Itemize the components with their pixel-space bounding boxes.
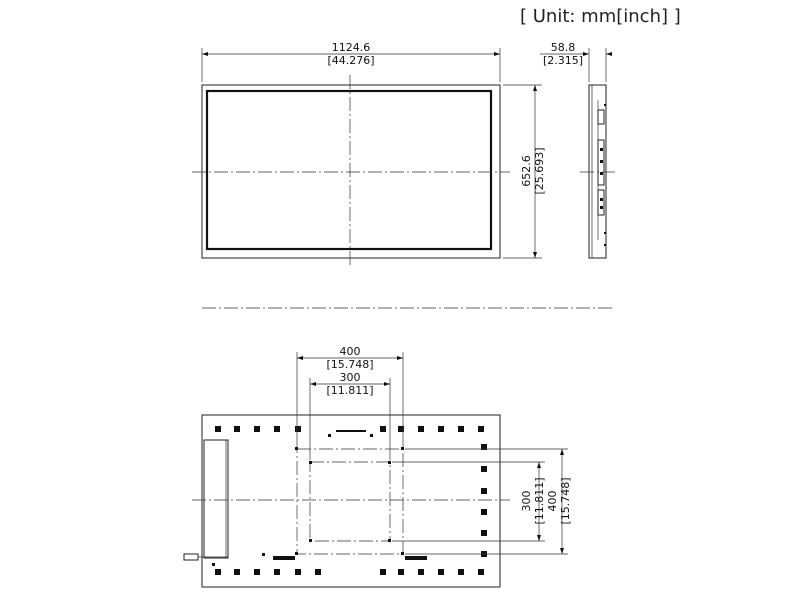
vesa-horizontal-300-dimension: 300 [11.811] bbox=[309, 371, 391, 460]
front-outer-frame bbox=[201, 84, 501, 259]
front-width-in: [44.276] bbox=[327, 54, 374, 67]
vesa-horizontal-400-dimension: 400 [15.748] bbox=[296, 345, 404, 447]
front-height-mm: 652.6 bbox=[520, 155, 533, 187]
vesa-h-400-in: [15.748] bbox=[326, 358, 373, 371]
front-width-dimension: 1124.6 [44.276] bbox=[201, 41, 501, 82]
rear-bottom-mount-row bbox=[212, 553, 484, 575]
rear-connector bbox=[183, 553, 199, 561]
vesa-400-outline bbox=[296, 448, 404, 555]
rear-side-panel bbox=[203, 439, 229, 559]
vesa-v-300-in: [11.811] bbox=[533, 477, 546, 524]
front-height-dimension: 652.6 [25.693] bbox=[503, 84, 546, 259]
front-view: 1124.6 [44.276] 652.6 [25.693] bbox=[192, 41, 546, 268]
side-depth-mm: 58.8 bbox=[551, 41, 576, 54]
vesa-h-400-mm: 400 bbox=[340, 345, 361, 358]
vesa-h-300-in: [11.811] bbox=[326, 384, 373, 397]
vesa-v-300-mm: 300 bbox=[520, 491, 533, 512]
front-height-in: [25.693] bbox=[533, 147, 546, 194]
front-screen bbox=[205, 89, 493, 251]
side-depth-dimension: 58.8 [2.315] bbox=[540, 41, 612, 82]
rear-right-mount-column bbox=[481, 444, 487, 557]
rear-view: 400 [15.748] 300 [11.811] 300 [11.811] bbox=[183, 345, 572, 588]
vesa-300-outline bbox=[309, 461, 391, 542]
side-view: 58.8 [2.315] bbox=[540, 41, 615, 259]
vesa-v-400-mm: 400 bbox=[546, 491, 559, 512]
side-depth-in: [2.315] bbox=[543, 54, 583, 67]
rear-top-mount-row bbox=[215, 426, 484, 437]
rear-outer-frame bbox=[201, 414, 501, 588]
unit-label: [ Unit: mm[inch] ] bbox=[520, 6, 681, 27]
vesa-h-300-mm: 300 bbox=[340, 371, 361, 384]
side-body bbox=[588, 84, 607, 259]
vesa-vertical-400-dimension: 400 [15.748] bbox=[405, 448, 572, 555]
front-width-mm: 1124.6 bbox=[332, 41, 371, 54]
vesa-vertical-300-dimension: 300 [11.811] bbox=[392, 461, 546, 542]
vesa-v-400-in: [15.748] bbox=[559, 477, 572, 524]
